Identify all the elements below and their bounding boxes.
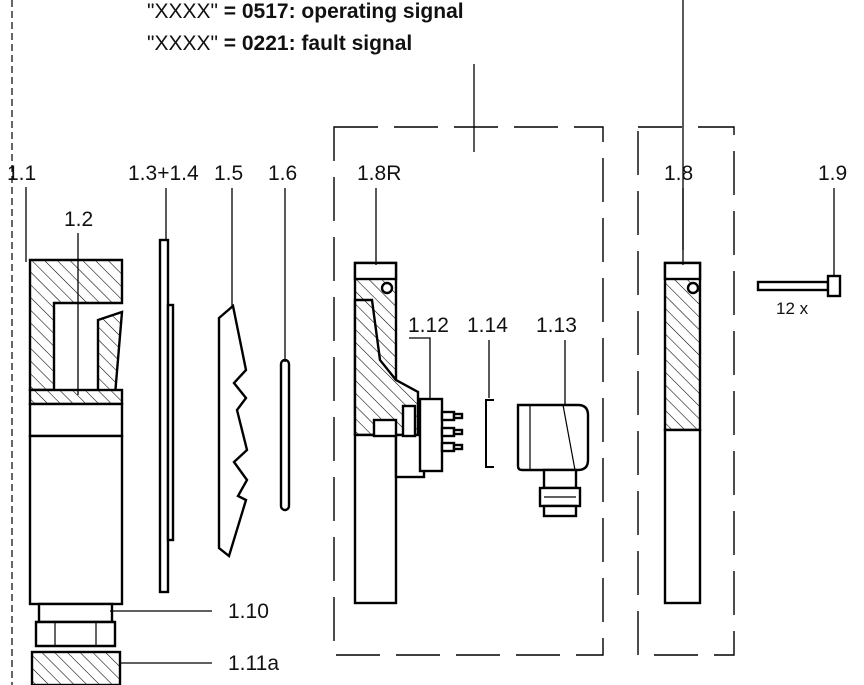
part-1-1-housing bbox=[28, 258, 124, 685]
part-1-9-screw bbox=[756, 274, 842, 298]
label-1-9-quantity: 12 x bbox=[776, 299, 809, 318]
leader-1-12 bbox=[409, 337, 431, 400]
group-box-1-8R bbox=[333, 126, 604, 656]
label-1-8: 1.8 bbox=[664, 162, 693, 185]
label-1-3-4: 1.3+1.4 bbox=[128, 162, 199, 185]
caption-line-2: "XXXX" = 0221: fault signal bbox=[147, 32, 412, 55]
label-1-9: 1.9 bbox=[818, 162, 847, 185]
part-1-5-ring bbox=[217, 303, 249, 559]
label-1-1: 1.1 bbox=[7, 162, 36, 185]
part-1-8R-flange bbox=[353, 261, 464, 605]
label-1-12: 1.12 bbox=[408, 314, 449, 337]
part-1-14-gasket bbox=[485, 399, 494, 468]
part-1-3-4-membrane bbox=[158, 238, 175, 594]
signal-caption: "XXXX" = 0517: operating signal "XXXX" =… bbox=[147, 0, 464, 55]
label-1-6: 1.6 bbox=[268, 162, 297, 185]
label-1-2: 1.2 bbox=[64, 208, 93, 231]
part-1-13-plug bbox=[516, 403, 590, 518]
caption-line-1: "XXXX" = 0517: operating signal bbox=[147, 0, 464, 23]
label-1-8R: 1.8R bbox=[357, 162, 401, 185]
label-1-5: 1.5 bbox=[214, 162, 243, 185]
label-1-13: 1.13 bbox=[536, 314, 577, 337]
label-1-11a: 1.11a bbox=[228, 652, 279, 675]
group-box-1-8 bbox=[637, 126, 735, 656]
part-1-6-oring bbox=[279, 358, 291, 512]
part-1-8-flange bbox=[663, 261, 702, 605]
label-1-14: 1.14 bbox=[467, 314, 508, 337]
label-1-10: 1.10 bbox=[228, 600, 269, 623]
